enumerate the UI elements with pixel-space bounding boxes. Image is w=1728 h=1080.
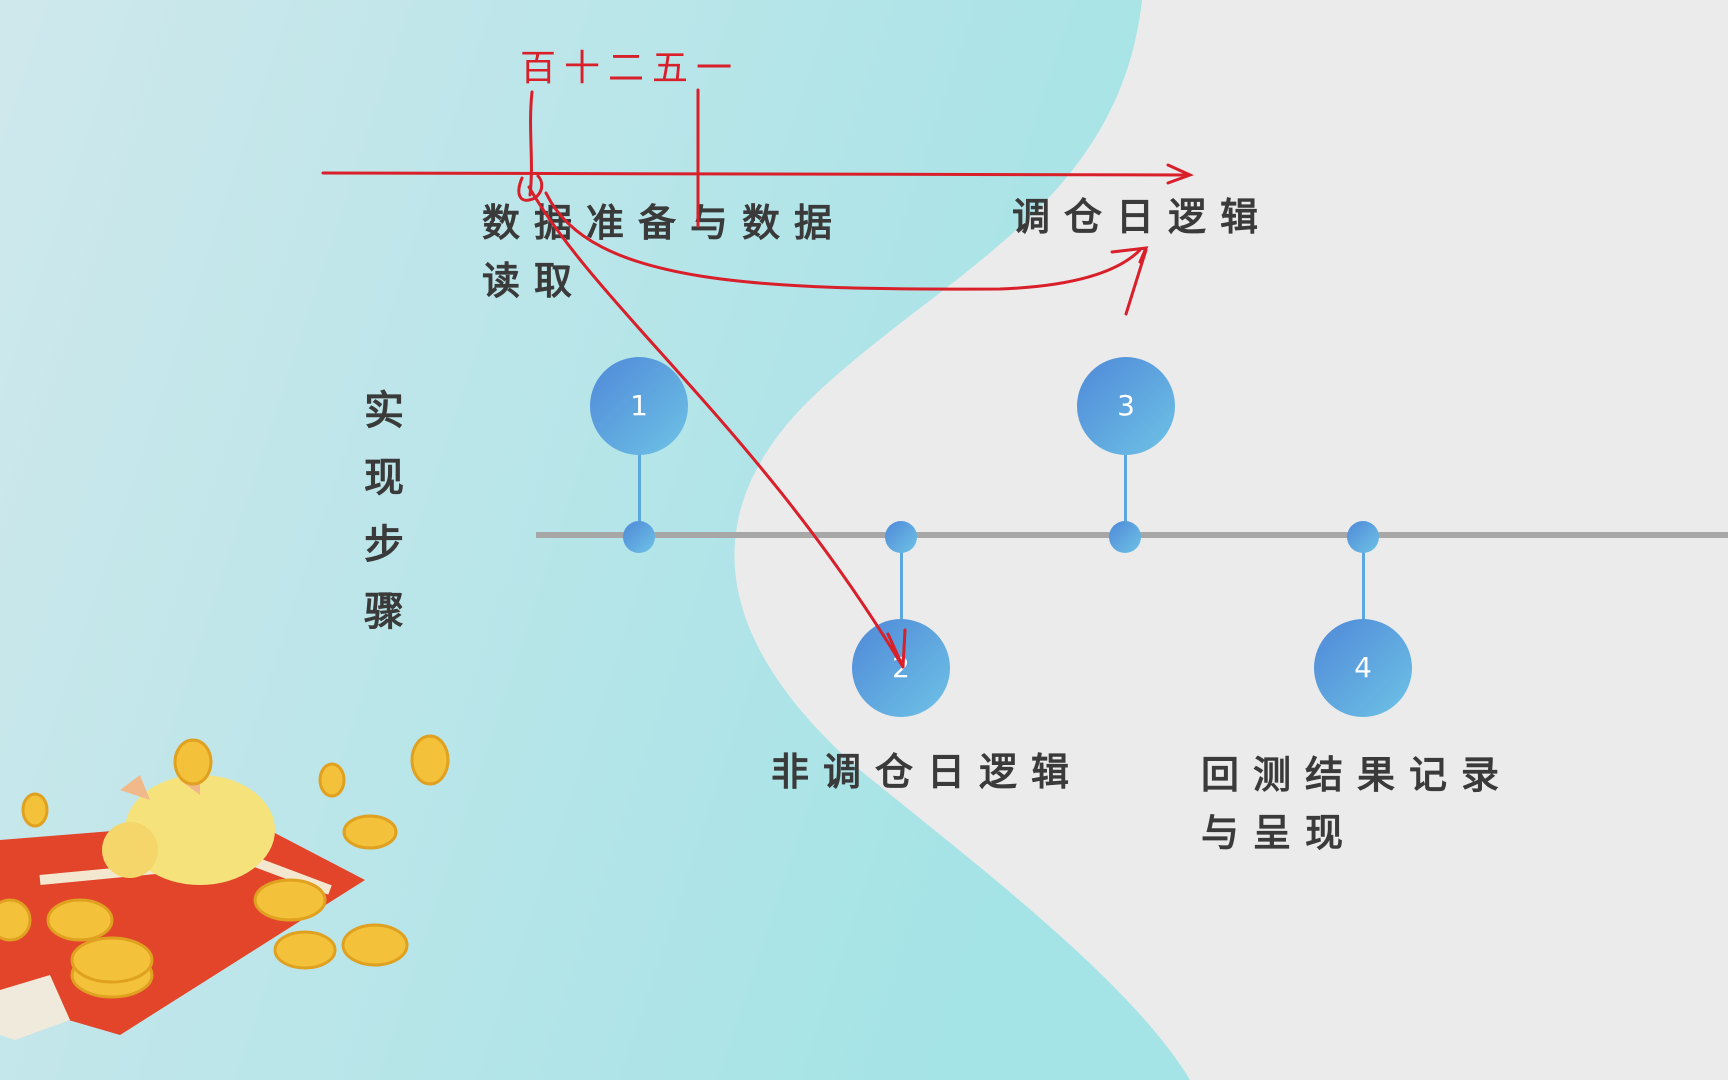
step-node-2: 2 (852, 619, 950, 717)
label-line: 回测结果记录 (1201, 753, 1514, 797)
timeline-dot-2 (885, 521, 917, 553)
step-1-label: 数据准备与数据 读取 (482, 194, 846, 310)
timeline-dot-3 (1109, 521, 1141, 553)
timeline-dot-4 (1347, 521, 1379, 553)
step-4-label: 回测结果记录 与呈现 (1201, 746, 1513, 862)
label-line: 数据准备与数据 (482, 201, 847, 245)
step-node-3: 3 (1077, 357, 1175, 455)
connector (1362, 540, 1365, 625)
step-3-label: 调仓日逻辑 (1012, 188, 1272, 246)
connector (1124, 450, 1127, 535)
side-title-char: 现 (364, 455, 404, 501)
side-title-char: 步 (364, 522, 404, 568)
side-title-char: 骤 (364, 589, 404, 635)
step-node-4: 4 (1314, 619, 1412, 717)
handwriting-annotation: 百十二五一 (520, 48, 741, 89)
step-2-label: 非调仓日逻辑 (771, 743, 1083, 801)
label-line: 非调仓日逻辑 (771, 750, 1084, 794)
label-line: 读取 (482, 259, 587, 303)
label-line: 与呈现 (1201, 811, 1358, 855)
side-title: 实 现 步 骤 (364, 378, 408, 646)
step-node-1: 1 (590, 357, 688, 455)
side-title-char: 实 (364, 388, 404, 434)
piggy-bank-illustration (0, 734, 450, 1040)
timeline-dot-1 (623, 521, 655, 553)
label-line: 调仓日逻辑 (1012, 195, 1273, 239)
